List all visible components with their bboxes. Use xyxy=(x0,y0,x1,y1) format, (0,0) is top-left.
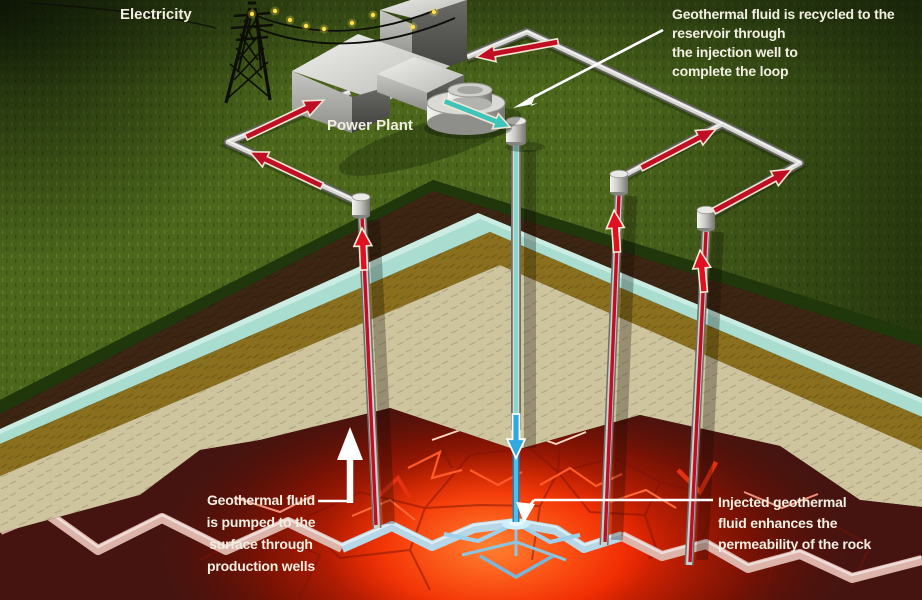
callout-line: surface through xyxy=(209,536,313,552)
injection-callout-arrow xyxy=(516,498,713,523)
layer-aquifer-teal xyxy=(0,213,922,444)
callout-line: is pumped to the xyxy=(207,514,316,530)
callout-line: Geothermal fluid is recycled to the xyxy=(672,6,895,22)
callout-line: Geothermal fluid xyxy=(207,492,315,508)
callout-line: reservoir through xyxy=(672,25,785,41)
electricity-lights xyxy=(247,6,439,34)
production-callout-arrow xyxy=(318,427,363,503)
annotations xyxy=(318,28,713,523)
wellhead-right-production xyxy=(696,205,716,232)
injected-fluid-fractures xyxy=(443,521,581,580)
wellhead-left-production xyxy=(351,192,371,219)
power-lines xyxy=(29,2,456,45)
flow-chevron-left xyxy=(370,474,412,504)
power-plant xyxy=(292,0,522,176)
hot-rock-reservoir xyxy=(0,408,922,600)
recycle-callout-text: Geothermal fluid is recycled to the rese… xyxy=(672,6,895,79)
wellhead-injection xyxy=(505,116,545,152)
electricity-label: Electricity xyxy=(120,6,192,23)
injection-callout-text: Injected geothermal fluid enhances the p… xyxy=(718,494,872,552)
callout-line: production wells xyxy=(207,558,315,574)
power-plant-label: Power Plant xyxy=(327,117,413,134)
wellhead-middle-production xyxy=(609,169,629,196)
wellheads xyxy=(351,116,716,232)
callout-line: the injection well to xyxy=(672,44,798,60)
hot-fractures xyxy=(235,427,819,521)
wells-underground xyxy=(352,140,724,566)
callout-line: complete the loop xyxy=(672,63,788,79)
callout-line: permeability of the rock xyxy=(718,536,872,552)
callout-line: Injected geothermal xyxy=(718,494,846,510)
recycle-callout-arrow xyxy=(513,28,664,108)
text-labels: Electricity Power Plant Geothermal fluid… xyxy=(120,6,895,574)
callout-line: fluid enhances the xyxy=(718,515,838,531)
production-callout-text: Geothermal fluid is pumped to the surfac… xyxy=(207,492,316,574)
flow-chevron-right xyxy=(676,460,718,496)
